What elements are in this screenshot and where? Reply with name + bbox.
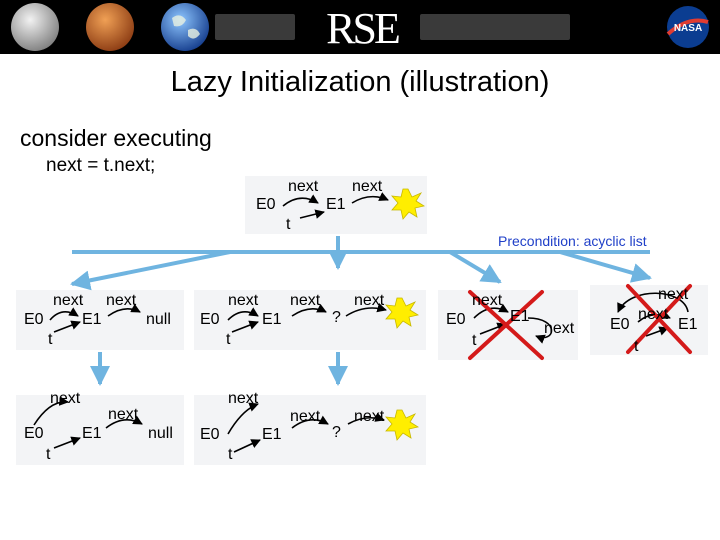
next-label: next — [228, 390, 259, 407]
next-label: next — [228, 292, 259, 309]
earth-icon — [161, 3, 209, 51]
next-label: next — [658, 286, 689, 303]
case-new-object-panel — [194, 290, 426, 350]
pointer-t: t — [226, 331, 231, 348]
node-e0: E0 — [24, 311, 44, 328]
next-label: next — [288, 178, 319, 195]
banner-text-ghost — [215, 14, 570, 40]
slide-title: Lazy Initialization (illustration) — [170, 66, 550, 98]
rse-logo: RSE — [326, 4, 399, 53]
mars-icon — [86, 3, 134, 51]
case-new-edges — [227, 303, 387, 333]
unknown-node: ? — [332, 424, 341, 441]
unknown-star-icon — [385, 297, 420, 329]
branch-arrow-self — [448, 250, 502, 284]
intro-text: consider executing — [20, 125, 212, 151]
header-banner: RSE NASA — [0, 0, 720, 54]
unknown-node: ? — [332, 309, 341, 326]
pointer-t: t — [472, 332, 477, 349]
branch-arrow-null — [70, 250, 231, 291]
unknown-star-icon — [385, 409, 420, 441]
node-e1: E1 — [82, 425, 102, 442]
next-label: next — [472, 292, 503, 309]
null-value: null — [148, 425, 173, 442]
code-line: next = t.next; — [46, 155, 156, 176]
result-new-edges — [227, 402, 385, 453]
pointer-t: t — [634, 338, 639, 355]
next-label: next — [544, 320, 575, 337]
pointer-t: t — [228, 446, 233, 463]
initial-state-edges — [282, 192, 389, 219]
next-label: next — [638, 306, 669, 323]
precondition-label: Precondition: acyclic list — [498, 233, 647, 249]
unknown-star-icon — [391, 188, 426, 220]
node-e1: E1 — [326, 196, 346, 213]
node-e0: E0 — [200, 426, 220, 443]
pointer-t: t — [48, 331, 53, 348]
case-null-edges — [49, 303, 141, 333]
result-null-panel — [16, 395, 184, 465]
next-label: next — [354, 408, 385, 425]
banner-text: RSE NASA — [326, 4, 702, 53]
node-e0: E0 — [446, 311, 466, 328]
moon-icon — [11, 3, 59, 51]
nasa-logo-icon — [666, 6, 709, 48]
next-label: next — [106, 292, 137, 309]
next-label: next — [352, 178, 383, 195]
node-e1: E1 — [262, 426, 282, 443]
nasa-badge-text: NASA — [674, 23, 702, 34]
case-null-panel — [16, 290, 184, 350]
node-e1: E1 — [82, 311, 102, 328]
node-e1: E1 — [678, 316, 698, 333]
null-value: null — [146, 311, 171, 328]
next-label: next — [108, 406, 139, 423]
node-e1: E1 — [510, 308, 530, 325]
invalid-case-cross-icon — [626, 284, 692, 354]
node-e0: E0 — [24, 425, 44, 442]
case-back-edge-panel — [590, 285, 708, 355]
next-label: next — [290, 292, 321, 309]
next-label: next — [50, 390, 81, 407]
node-e0: E0 — [256, 196, 276, 213]
banner-graphics — [11, 3, 709, 51]
node-e1: E1 — [262, 311, 282, 328]
next-label: next — [354, 292, 385, 309]
pointer-t: t — [286, 216, 291, 233]
next-label: next — [290, 408, 321, 425]
invalid-case-cross-icon — [468, 290, 544, 360]
pointer-t: t — [46, 446, 51, 463]
node-e0: E0 — [610, 316, 630, 333]
node-e0: E0 — [200, 311, 220, 328]
branch-arrow-back — [559, 250, 652, 283]
result-null-edges — [33, 396, 143, 449]
next-label: next — [53, 292, 84, 309]
branch-arrows — [70, 236, 652, 386]
